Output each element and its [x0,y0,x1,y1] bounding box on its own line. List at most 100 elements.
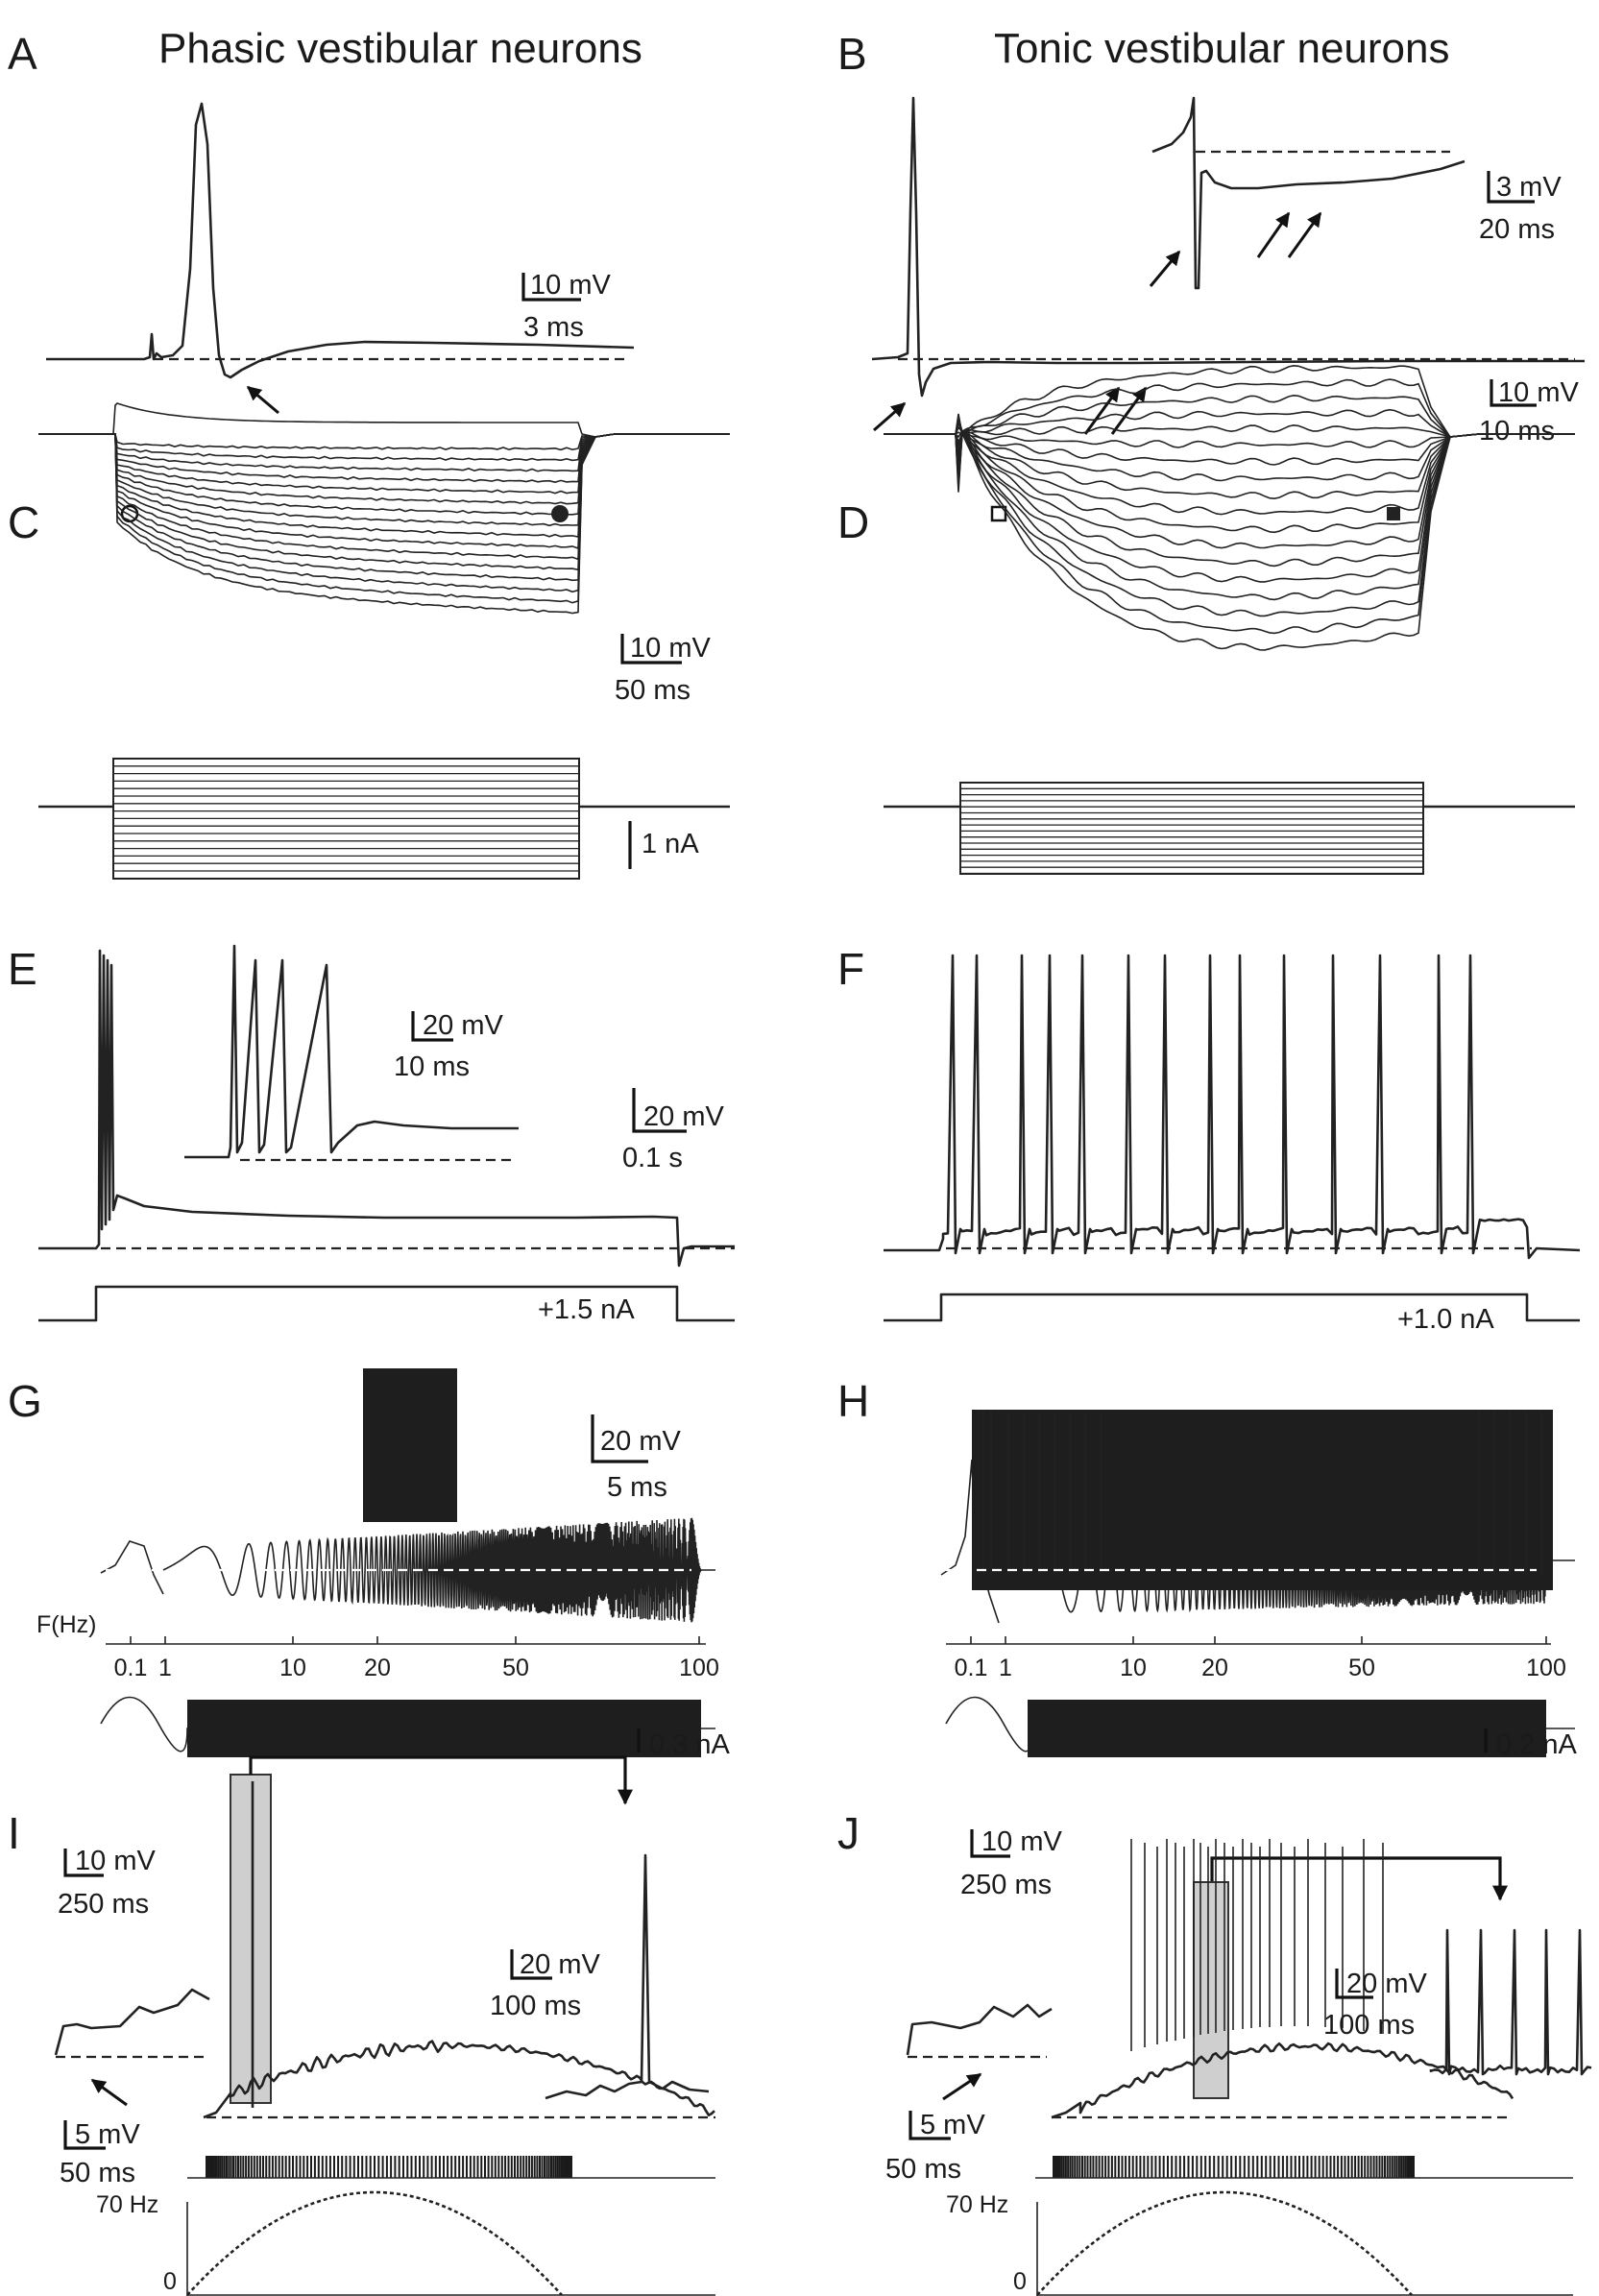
svg-text:20 mV: 20 mV [1346,1969,1427,1999]
svg-text:10 ms: 10 ms [1479,416,1555,447]
d-trace [884,429,1575,549]
d-trace [884,431,1575,568]
e-scalebar [632,1088,687,1133]
freq-tick-label: 50 [502,1655,529,1681]
panel-label-g: G [8,1376,42,1426]
svg-text:0: 0 [163,2268,177,2295]
svg-text:250 ms: 250 ms [960,1870,1052,1900]
freq-tick-label: 1 [999,1655,1012,1681]
freq-tick-label: 0.1 [955,1655,988,1681]
title-tonic: Tonic vestibular neurons [994,25,1449,72]
c-trace [38,433,730,561]
j-scalebar [970,1829,1010,1858]
d-trace [884,394,1575,438]
j-inset-trace [1429,1928,1592,2076]
c-trace [38,433,730,604]
freq-tick-label: 1 [158,1655,172,1681]
c-trace [38,433,730,538]
freq-tick-label: 100 [679,1655,719,1681]
title-phasic: Phasic vestibular neurons [158,25,642,72]
d-trace [884,432,1575,635]
panel-label-a: A [8,29,37,79]
b-inset-trace [1151,96,1466,290]
j-rate-curve [1036,2190,1413,2296]
panel-label-d: D [837,497,869,547]
panel-j: 10 mV 250 ms 5 mV 50 ms 20 mV 100 ms 70 … [885,1826,1592,2296]
svg-text:50 ms: 50 ms [615,675,690,706]
e-inset-trace [184,944,519,1159]
a-scalebar-v: 10 mV [530,270,611,301]
a-scalebar [521,273,581,302]
d-trace [884,432,1575,500]
j-zoom-connector [1210,1856,1508,1901]
c-trace [38,433,730,615]
d-voltage-traces [884,364,1575,651]
open-square-marker [990,505,1007,522]
i-small-trace [54,1988,210,2056]
d-trace [884,430,1575,601]
i-inset-trace [545,1853,710,2100]
svg-text:100 ms: 100 ms [490,1991,581,2021]
freq-tick-label: 20 [364,1655,391,1681]
i-response-trace [203,1781,715,2119]
g-scalebar [591,1414,648,1463]
g-chirp-stimulus [100,1696,715,1752]
c-trace [38,433,730,472]
e-firing-trace [38,949,735,1268]
d-trace [884,423,1575,438]
svg-text:10 mV: 10 mV [981,1826,1062,1857]
c-scalebar [620,634,682,665]
svg-text:20 mV: 20 mV [643,1101,724,1132]
c-trace [38,433,730,505]
d-trace [884,430,1575,448]
j-response-trace [1051,2042,1514,2119]
j-spikes [1130,1839,1384,2051]
freq-tick-label: 10 [279,1655,306,1681]
c-current-steps [38,758,730,880]
j-highlight-box [1193,1881,1229,2099]
svg-text:100 ms: 100 ms [1323,2010,1415,2041]
svg-text:10 mV: 10 mV [630,633,711,664]
c-trace [38,402,730,438]
e-inset-scalebar [411,1011,453,1042]
c-trace [38,433,730,593]
svg-text:0: 0 [1013,2268,1027,2295]
panel-b: 3 mV 20 ms 10 mV 10 ms [871,96,1585,447]
panel-i: 10 mV 250 ms 5 mV 50 ms 20 mV 100 ms 70 … [54,1755,715,2296]
i-spike-raster [206,2156,572,2178]
b-inset-scalebar [1487,171,1535,204]
panel-c: 10 mV 50 ms 1 nA [38,402,730,880]
panel-e: 20 mV 10 ms 20 mV 0.1 s +1.5 nA [38,944,735,1325]
svg-text:20 ms: 20 ms [1479,214,1555,245]
g-current-label: 0.3 nA [649,1729,730,1760]
svg-text:5 mV: 5 mV [920,2110,985,2140]
panel-label-i: I [8,1808,20,1858]
f-current-step [884,1293,1580,1322]
d-trace [884,430,1575,651]
i-scalebar [63,1849,104,1877]
svg-text:10 mV: 10 mV [1498,377,1579,408]
d-trace [884,429,1575,516]
d-trace [884,364,1575,438]
c-trace [38,433,730,495]
d-trace [884,378,1575,438]
panel-a: 10 mV 3 ms [46,102,635,415]
panel-label-b: B [837,29,867,79]
svg-text:0.1 s: 0.1 s [622,1143,683,1173]
f-current-label: +1.0 nA [1397,1304,1494,1335]
c-voltage-traces [38,402,730,615]
j-small-trace [906,2003,1053,2056]
panel-d [884,364,1575,875]
h-spikes [977,1410,1542,1575]
g-chirp-response [100,1517,715,1623]
i-zoom-connector [249,1755,633,1805]
c-trace [38,433,730,550]
b-scalebar [1490,379,1537,407]
d-trace [884,429,1575,482]
svg-text:20 mV: 20 mV [520,1949,600,1980]
d-trace [884,428,1575,617]
c-trace [38,433,730,571]
